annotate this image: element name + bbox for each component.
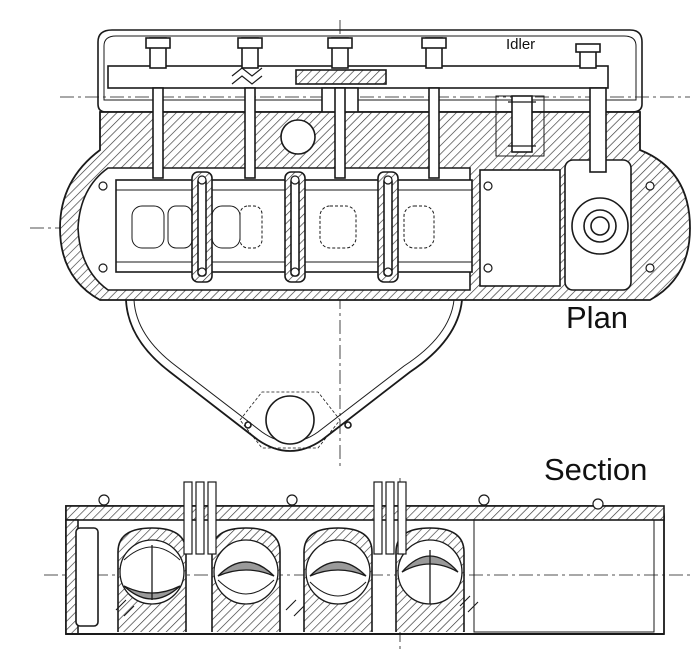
- valve-stems: [152, 87, 607, 179]
- section-pushrods: [183, 481, 407, 555]
- section-spark-plugs: [115, 595, 479, 617]
- section-label: Section: [544, 452, 648, 487]
- oil-hole: [280, 119, 316, 155]
- flange-port: [265, 395, 315, 445]
- top-studs: [145, 37, 601, 69]
- section-bolts: [98, 494, 604, 510]
- idler-gear: [511, 95, 533, 153]
- sump-manifold: [125, 299, 463, 452]
- plan-view: [30, 20, 691, 470]
- bolt-holes: [98, 175, 655, 277]
- plan-label: Plan: [566, 300, 629, 335]
- section-view: [44, 478, 690, 650]
- idler-label: Idler: [506, 36, 536, 53]
- valve-bowls: [119, 539, 463, 605]
